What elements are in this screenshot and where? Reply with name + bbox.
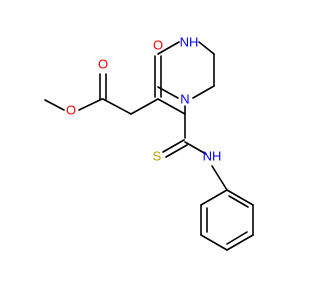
phenyl-bond-3 xyxy=(226,234,254,251)
phenyl-bond-1 xyxy=(226,189,254,206)
atom-o-ester-methoxy: O xyxy=(66,103,76,118)
bond-nh-ch2 xyxy=(198,41,215,55)
phenyl-inner-2 xyxy=(226,231,248,245)
atom-nh-amide: NH xyxy=(180,35,199,50)
bond-carbonyl-c-nh xyxy=(157,41,180,55)
bond-lines xyxy=(44,41,228,191)
molecule-structure-diagram: O O O NH N S NH xyxy=(44,35,254,251)
bond-ester-c-ch2 xyxy=(102,98,132,115)
bond-nh-phenyl xyxy=(211,165,228,191)
bond-thio-cs-a xyxy=(162,139,185,153)
atom-o-ester-carbonyl: O xyxy=(98,57,108,72)
bond-ring-c-carbonyl-c xyxy=(157,98,186,115)
bond-thio-cs-b xyxy=(165,144,188,158)
atom-s-thione: S xyxy=(153,149,162,164)
atom-nh-thioamide: NH xyxy=(203,149,222,164)
bond-ring-n-ring-c xyxy=(157,86,179,99)
atom-labels: O O O NH N S NH xyxy=(66,35,221,164)
phenyl-inner-1 xyxy=(228,195,249,208)
bond-ch2-ring-c xyxy=(130,98,159,115)
phenyl-bond-6 xyxy=(200,189,228,206)
phenyl-bond-4 xyxy=(200,234,228,251)
atom-o-ring-carbonyl: O xyxy=(153,38,163,53)
atom-n-ring: N xyxy=(180,92,189,107)
bond-thio-c-nh xyxy=(184,141,207,155)
bond-ch2-ring-n xyxy=(192,85,215,99)
bond-methyl-o xyxy=(44,99,65,111)
bond-o-ester-c xyxy=(78,98,103,111)
phenyl-ring xyxy=(200,189,254,251)
